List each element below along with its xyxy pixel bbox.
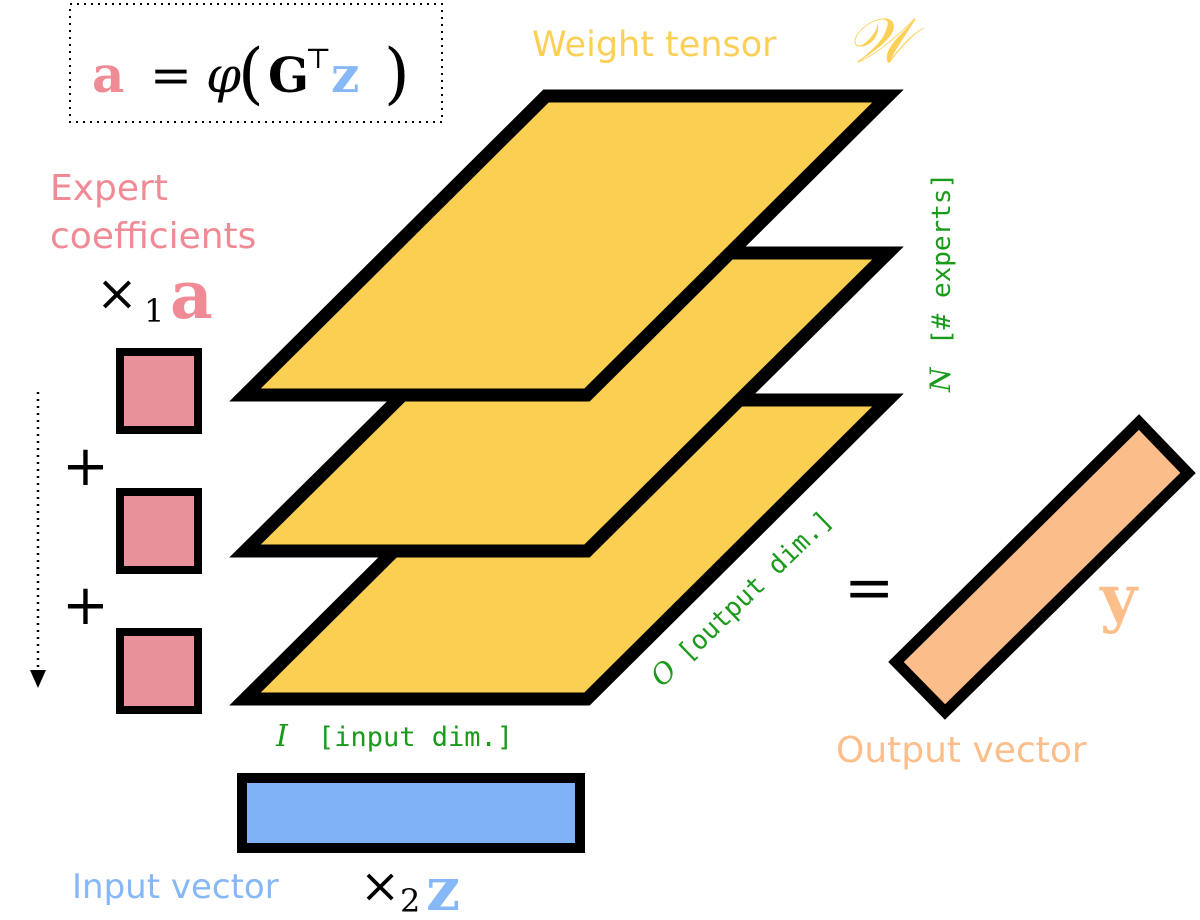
expert-label-line2: coefficients — [50, 216, 256, 257]
equation-z: z — [331, 45, 359, 104]
equation-close-paren: ) — [384, 35, 410, 112]
plus-sign-1: + — [62, 434, 109, 499]
output-equals: = — [844, 553, 894, 623]
expert-label-line1: Expert — [50, 168, 168, 209]
expert-coefficient-1 — [116, 348, 202, 434]
input-mode-times: × — [360, 858, 400, 914]
expert-coefficient-2 — [116, 488, 202, 574]
output-label: Output vector — [836, 730, 1087, 771]
dim-i-symbol: I — [275, 719, 289, 754]
tensor-slice-1 — [229, 89, 904, 402]
expert-mode-sub: 1 — [144, 292, 164, 330]
expert-mode-symbol: a — [170, 256, 213, 334]
input-label: Input vector — [72, 867, 279, 907]
output-symbol: y — [1099, 561, 1139, 636]
equation-transpose: ⊤ — [305, 42, 331, 75]
equation-phi: φ — [206, 46, 241, 104]
expert-mode-times: × — [96, 264, 138, 322]
dim-o-symbol: O — [644, 653, 683, 693]
dim-i-label: [input dim.] — [318, 722, 513, 753]
input-mode-sub: 2 — [400, 882, 420, 920]
weight-tensor-label: Weight tensor — [532, 25, 777, 65]
equation-open-paren: ( — [238, 35, 264, 112]
weight-tensor-symbol: 𝒲 — [846, 4, 924, 77]
summation-arrow-head — [30, 670, 46, 688]
dim-n-symbol: N — [924, 366, 957, 393]
input-vector-bar — [237, 773, 585, 853]
equation-a: a — [92, 45, 124, 104]
output-vector-bar — [888, 414, 1196, 720]
plus-sign-2: + — [62, 573, 109, 638]
dim-n-label: [# experts] — [927, 173, 957, 345]
expert-coefficient-3 — [116, 628, 202, 714]
input-mode-symbol: z — [426, 855, 460, 920]
equation-g: G — [268, 48, 309, 104]
equation-equals: = — [150, 46, 192, 104]
